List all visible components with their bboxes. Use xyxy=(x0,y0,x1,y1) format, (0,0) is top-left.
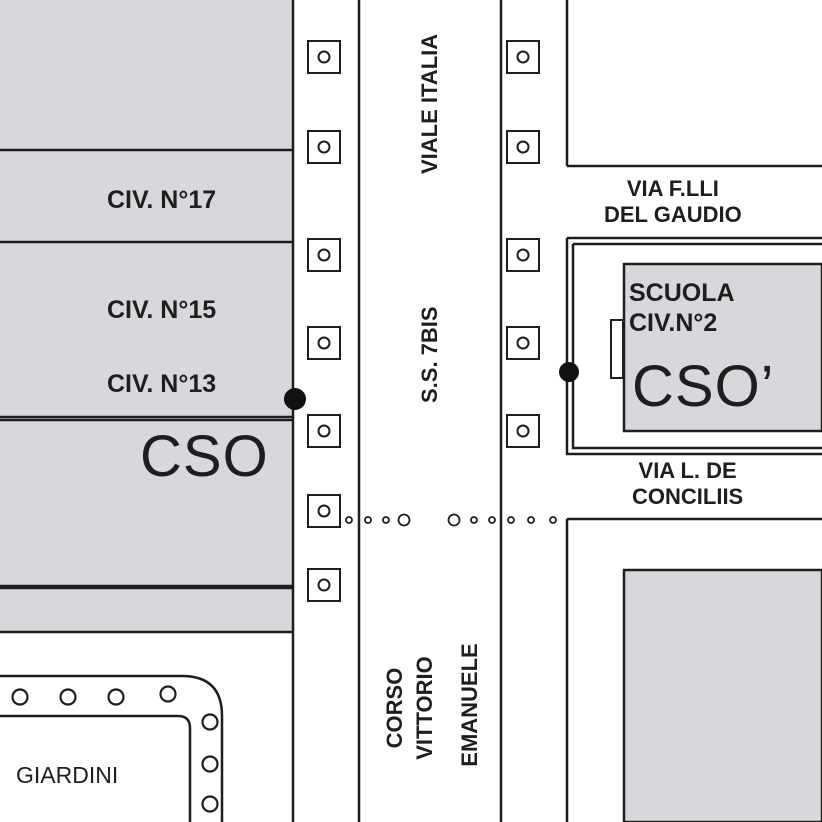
label-vittorio: VITTORIO xyxy=(412,656,437,760)
label-scuola: SCUOLA CIV.N°2 xyxy=(629,279,735,337)
label-emanuele: EMANUELE xyxy=(457,643,482,767)
tree-marker-icon xyxy=(307,40,341,74)
block-civ15-13 xyxy=(0,242,293,417)
tree-marker-icon xyxy=(506,238,540,272)
measure-point-cso-prime-icon xyxy=(559,362,579,382)
bollard-ring-icon xyxy=(107,688,125,706)
label-corso: CORSO xyxy=(382,667,407,749)
bollard-ring-icon xyxy=(159,685,177,703)
label-ss7bis: S.S. 7BIS xyxy=(417,306,442,403)
measure-point-cso-icon xyxy=(284,388,306,410)
block-lower-right xyxy=(622,568,822,822)
tree-marker-icon xyxy=(307,568,341,602)
block-top-left xyxy=(0,0,293,150)
school-building xyxy=(622,262,822,433)
block-civ17 xyxy=(0,150,293,242)
label-giardini: GIARDINI xyxy=(16,762,119,788)
label-viale-italia: VIALE ITALIA xyxy=(417,33,442,174)
tree-marker-icon xyxy=(307,130,341,164)
tree-marker-icon xyxy=(506,414,540,448)
label-cso: CSO xyxy=(140,424,269,489)
label-civ13: CIV. N°13 xyxy=(107,370,217,398)
crosswalk-icon xyxy=(345,513,557,527)
label-civ15: CIV. N°15 xyxy=(107,296,217,324)
school-entrance xyxy=(610,319,624,379)
label-cso-prime: CSO’ xyxy=(632,354,775,419)
bollard-ring-icon xyxy=(201,713,219,731)
bollard-ring-icon xyxy=(201,795,219,813)
label-civ17: CIV. N°17 xyxy=(107,186,217,214)
tree-marker-icon xyxy=(307,238,341,272)
tree-marker-icon xyxy=(506,40,540,74)
tree-marker-icon xyxy=(506,326,540,360)
tree-marker-icon xyxy=(307,414,341,448)
label-via-de-conciliis: VIA L. DE CONCILIIS xyxy=(632,458,744,510)
tree-marker-icon xyxy=(307,494,341,528)
block-cso xyxy=(0,420,293,586)
tree-marker-icon xyxy=(307,326,341,360)
bollard-ring-icon xyxy=(11,688,29,706)
bollard-ring-icon xyxy=(59,688,77,706)
block-lower-left xyxy=(0,588,293,632)
label-via-flli-del-gaudio: VIA F.LLI DEL GAUDIO xyxy=(604,176,742,228)
tree-marker-icon xyxy=(506,130,540,164)
bollard-ring-icon xyxy=(201,755,219,773)
